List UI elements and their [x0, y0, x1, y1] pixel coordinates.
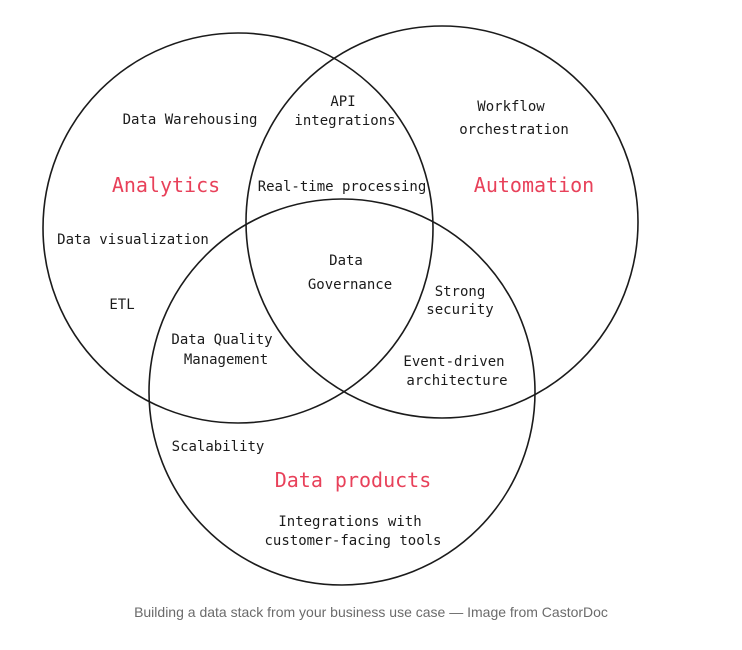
scalability-label: Scalability [172, 439, 265, 455]
data-visualization-label: Data visualization [57, 232, 209, 248]
governance-label-line1: Data [329, 253, 363, 269]
data-warehousing-label: Data Warehousing [123, 112, 258, 128]
api-label-line1: API [330, 94, 355, 110]
realtime-label: Real-time processing [258, 179, 427, 195]
governance-label-line2: Governance [308, 277, 392, 293]
venn-diagram: Analytics Automation Data products Data … [42, 25, 639, 586]
data-products-circle [148, 198, 536, 586]
data-quality-label-line1: Data Quality [171, 332, 272, 348]
data-products-title: Data products [275, 468, 432, 492]
integrations-label-line2: customer-facing tools [264, 533, 441, 549]
figure-caption: Building a data stack from your business… [134, 604, 608, 620]
security-label-line1: Strong [435, 284, 486, 300]
event-label-line1: Event-driven [403, 354, 504, 370]
workflow-label-line1: Workflow [477, 99, 545, 115]
api-label-line2: integrations [294, 113, 395, 129]
data-quality-label-line2: Management [184, 352, 268, 368]
analytics-title: Analytics [112, 173, 220, 197]
event-label-line2: architecture [406, 373, 507, 389]
analytics-circle [42, 32, 434, 424]
workflow-label-line2: orchestration [459, 122, 569, 138]
security-label-line2: security [426, 302, 493, 318]
integrations-label-line1: Integrations with [278, 514, 421, 530]
etl-label: ETL [109, 297, 134, 313]
automation-title: Automation [474, 173, 594, 197]
automation-circle [245, 25, 639, 419]
